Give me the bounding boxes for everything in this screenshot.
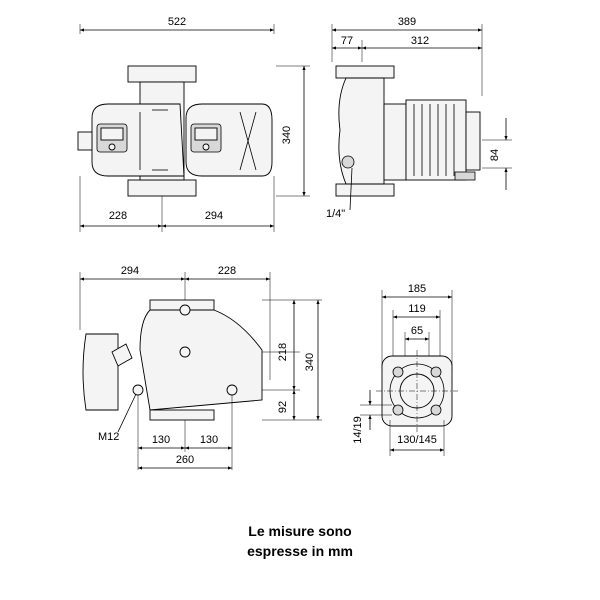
bottom-flange — [127, 179, 197, 197]
bottom-right-view: 185 119 65 14/19 130/145 — [352, 283, 458, 456]
side-top-flange — [335, 65, 395, 79]
bolt-hole-3 — [392, 404, 404, 416]
motor-head-left — [91, 103, 185, 177]
dim-77: 77 — [341, 35, 353, 47]
side-motor — [405, 99, 467, 181]
dim-130-left: 130 — [152, 434, 170, 446]
bolt-hole-2 — [430, 366, 442, 378]
side-volute — [338, 77, 385, 185]
dim-522: 522 — [168, 16, 186, 28]
motor-head-right — [185, 103, 273, 177]
dim-65: 65 — [411, 325, 423, 337]
bolt-size-label: M12 — [98, 431, 119, 443]
dim-294-bottom: 294 — [121, 265, 139, 277]
dim-389: 389 — [398, 16, 416, 28]
top-left-view: 522 340 228 294 — [77, 16, 310, 232]
side-bottom-flange — [335, 183, 395, 197]
display-left — [100, 127, 124, 141]
dim-294-top: 294 — [205, 210, 223, 222]
dim-340-top: 340 — [281, 126, 293, 144]
display-right — [194, 127, 218, 141]
twin-volute — [139, 309, 263, 411]
dim-130-145: 130/145 — [397, 434, 437, 446]
dim-218: 218 — [277, 343, 289, 361]
dim-84: 84 — [489, 149, 501, 161]
side-adapter — [383, 103, 407, 181]
side-end-cap — [465, 111, 481, 171]
thread-size-label: 1/4" — [326, 208, 345, 220]
dim-92: 92 — [277, 401, 289, 413]
dim-119: 119 — [408, 303, 426, 315]
dim-228-bottom: 228 — [218, 265, 236, 277]
dim-260: 260 — [176, 454, 194, 466]
dim-14-19: 14/19 — [352, 416, 364, 444]
inlet-flange — [149, 409, 215, 421]
units-note-line-1: Le misure sono — [248, 523, 352, 539]
dim-130-right: 130 — [200, 434, 218, 446]
top-view-motor — [82, 333, 119, 411]
button-left — [108, 143, 116, 151]
button-right — [202, 143, 210, 151]
bottom-left-view: 294 228 218 340 92 M12 130 130 — [79, 265, 322, 470]
cable-box — [454, 171, 476, 181]
dim-340-bottom: 340 — [304, 353, 316, 371]
top-view-vent — [111, 343, 133, 367]
bolt-hole-4 — [430, 404, 442, 416]
bolt-hole-1 — [392, 366, 404, 378]
dim-228-top: 228 — [109, 210, 127, 222]
vent-plug — [341, 155, 355, 169]
top-flange — [127, 65, 197, 83]
left-end-cap — [77, 131, 93, 151]
dim-312: 312 — [411, 35, 429, 47]
top-right-view: 389 77 312 84 1/4" — [326, 16, 512, 220]
units-note-line-2: espresse in mm — [247, 543, 353, 559]
dim-185: 185 — [408, 283, 426, 295]
